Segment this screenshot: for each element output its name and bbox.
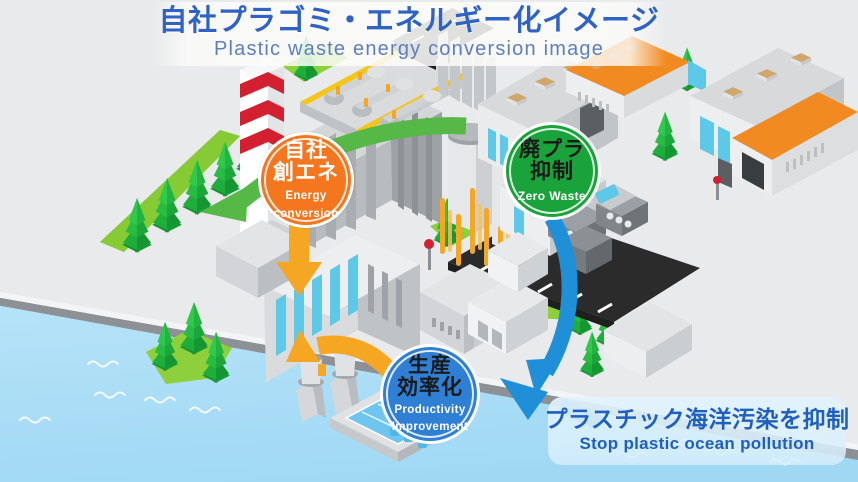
roadside-buildings-2 <box>488 232 548 292</box>
warehouse-orange-right <box>690 48 858 196</box>
badge-zero-en-line1: Zero Waste <box>517 189 587 204</box>
traffic-signal <box>424 176 721 270</box>
ocean-caption-japanese: プラスチック海洋汚染を抑制 <box>544 406 850 433</box>
badge-productivity-improvement[interactable]: 生産 効率化 Productivity Improvement <box>380 344 480 444</box>
badge-prod-jp-line1: 生産 <box>408 353 452 377</box>
office-building-center <box>264 234 420 382</box>
seaside-buildings <box>604 302 692 378</box>
badge-energy-en-line2: conversion <box>273 207 339 220</box>
badge-prod-jp-line2: 効率化 <box>397 376 463 400</box>
badge-energy-conversion[interactable]: 自社 創エネ Energy conversion <box>258 132 354 228</box>
cooling-towers <box>296 346 360 422</box>
arrow-blue-curve <box>526 214 578 396</box>
ocean-caption-english: Stop plastic ocean pollution <box>579 434 815 454</box>
badge-energy-en-line1: Energy <box>285 190 327 203</box>
badge-prod-en-line2: Improvement <box>391 420 469 433</box>
badge-energy-jp-line2: 創エネ <box>273 161 339 185</box>
roadside-buildings <box>468 278 548 354</box>
badge-zero-jp-line2: 抑制 <box>530 160 574 184</box>
badge-energy-jp-line1: 自社 <box>284 138 328 162</box>
badge-prod-en-line1: Productivity <box>394 404 466 417</box>
badge-zero-jp-line1: 廃プラ <box>519 137 585 161</box>
badge-zero-waste[interactable]: 廃プラ 抑制 Zero Waste <box>503 122 601 220</box>
ocean-pollution-caption: プラスチック海洋汚染を抑制 Stop plastic ocean polluti… <box>544 397 849 465</box>
